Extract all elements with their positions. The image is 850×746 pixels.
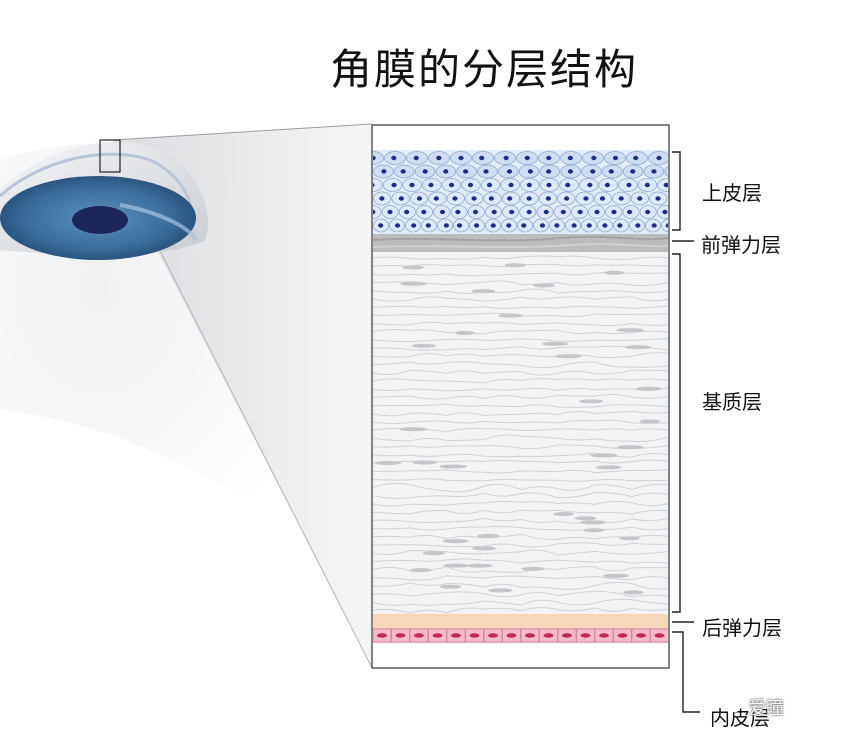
stroma-layer <box>373 252 668 614</box>
wechat-icon <box>721 696 741 713</box>
label-endothelium: 内皮层 <box>710 706 770 730</box>
label-descemet: 后弹力层 <box>702 616 782 640</box>
zoom-marker <box>99 139 121 173</box>
watermark: 爱瞳 <box>748 698 784 719</box>
zoom-beam <box>112 124 372 668</box>
bracket-epithelium <box>672 151 681 231</box>
descemet-layer <box>373 614 668 628</box>
label-bowman: 前弹力层 <box>701 233 781 257</box>
bracket-endothelium <box>672 631 700 713</box>
pupil <box>72 206 128 234</box>
label-stroma: 基质层 <box>702 390 762 414</box>
label-epithelium: 上皮层 <box>702 181 762 205</box>
page-title: 角膜的分层结构 <box>330 45 639 94</box>
bowman-layer <box>373 234 668 252</box>
bracket-stroma <box>672 253 681 613</box>
